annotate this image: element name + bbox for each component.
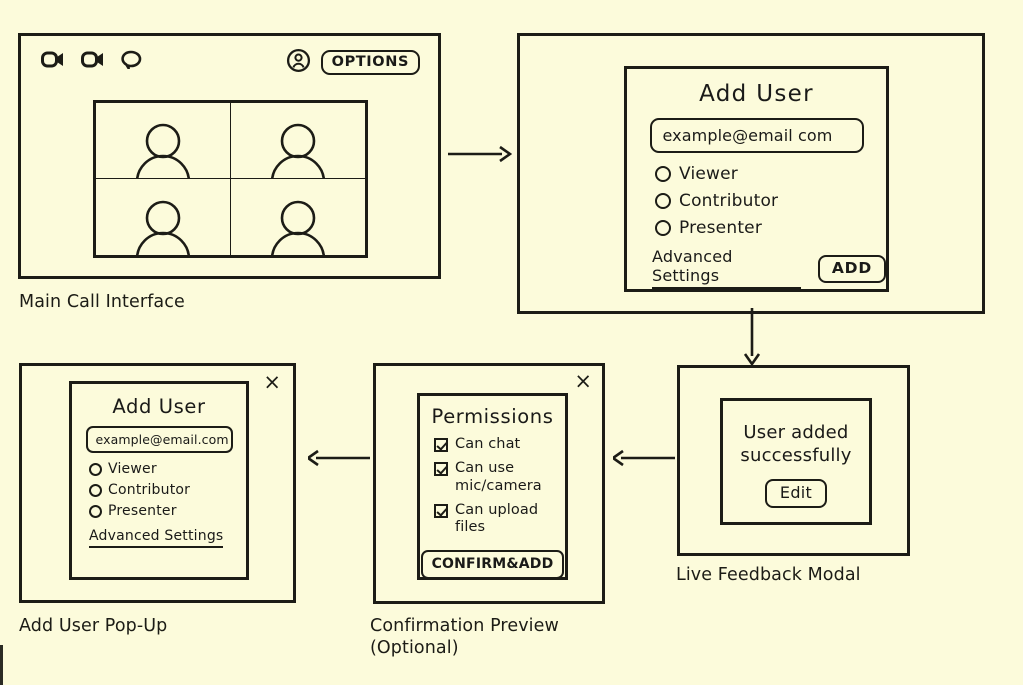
participant-avatar-icon — [270, 200, 325, 255]
live-feedback-modal-panel: User added successfully Edit — [677, 365, 910, 556]
role-option-label: Contributor — [108, 482, 191, 499]
success-dialog: User added successfully Edit — [720, 398, 872, 525]
add-user-panel: Add User example@email com Viewer Contri… — [517, 33, 985, 314]
call-toolbar: OPTIONS — [35, 48, 424, 80]
email-input[interactable]: example@email.com — [85, 426, 233, 454]
chat-bubble-icon[interactable] — [121, 50, 142, 73]
radio-icon — [89, 462, 102, 476]
arrow-call-to-add-user — [448, 145, 512, 163]
close-icon[interactable]: × — [574, 369, 592, 393]
permissions-dialog-title: Permissions — [431, 405, 554, 428]
edit-button[interactable]: Edit — [764, 478, 828, 508]
add-user-popup-caption: Add User Pop-Up — [19, 616, 168, 636]
checkbox-checked-icon — [434, 438, 448, 453]
checkbox-checked-icon — [434, 503, 448, 518]
role-option-contributor[interactable]: Contributor — [655, 191, 886, 211]
add-button[interactable]: ADD — [817, 254, 886, 284]
video-tile[interactable] — [231, 179, 366, 255]
confirmation-preview-panel: × Permissions Can chat Can use mic/camer… — [373, 363, 605, 604]
call-toolbar-left-icons — [41, 50, 142, 73]
call-toolbar-right-actions: OPTIONS — [286, 48, 420, 77]
add-user-dialog-title: Add User — [699, 81, 814, 107]
participant-avatar-icon — [270, 123, 325, 178]
main-call-interface-panel: OPTIONS — [18, 33, 441, 279]
person-circle-icon[interactable] — [286, 48, 311, 77]
role-option-viewer[interactable]: Viewer — [89, 461, 246, 477]
confirmation-preview-caption: Confirmation Preview (Optional) — [370, 616, 559, 658]
options-button[interactable]: OPTIONS — [320, 49, 420, 76]
video-tile[interactable] — [96, 179, 231, 255]
role-option-presenter[interactable]: Presenter — [89, 503, 246, 519]
role-option-viewer[interactable]: Viewer — [655, 164, 886, 184]
role-option-label: Viewer — [679, 164, 738, 185]
role-option-label: Presenter — [108, 503, 177, 520]
advanced-settings-link[interactable]: Advanced Settings — [89, 528, 224, 549]
main-call-interface-caption: Main Call Interface — [19, 292, 185, 312]
live-feedback-modal-caption: Live Feedback Modal — [676, 565, 861, 585]
permission-label: Can chat — [455, 436, 521, 453]
participant-avatar-icon — [135, 123, 190, 178]
role-option-label: Contributor — [679, 191, 779, 212]
video-camera-icon[interactable] — [81, 51, 105, 72]
page-edge-artifact — [0, 645, 3, 685]
video-participant-grid — [93, 100, 368, 258]
success-message: User added successfully — [740, 422, 852, 467]
radio-icon — [89, 504, 102, 518]
role-option-contributor[interactable]: Contributor — [89, 482, 246, 498]
permissions-dialog: Permissions Can chat Can use mic/camera … — [417, 393, 568, 580]
radio-icon — [655, 166, 671, 183]
confirm-and-add-button[interactable]: CONFIRM&ADD — [420, 549, 565, 579]
arrow-confirmation-to-popup — [308, 449, 370, 467]
permission-can-chat[interactable]: Can chat — [434, 436, 565, 454]
add-user-popup-dialog: Add User example@email.com Viewer Contri… — [69, 381, 249, 580]
permission-can-upload-files[interactable]: Can upload files — [434, 502, 565, 537]
role-option-label: Viewer — [108, 461, 157, 478]
radio-icon — [655, 193, 671, 210]
add-user-popup-title: Add User — [112, 395, 206, 418]
arrow-feedback-to-confirmation — [613, 449, 675, 467]
arrow-add-user-to-feedback — [743, 308, 761, 366]
role-option-presenter[interactable]: Presenter — [655, 218, 886, 238]
radio-icon — [89, 483, 102, 497]
video-camera-icon[interactable] — [41, 51, 65, 72]
radio-icon — [655, 220, 671, 237]
add-user-popup-panel: × Add User example@email.com Viewer Cont… — [19, 363, 296, 603]
email-input[interactable]: example@email com — [649, 118, 864, 154]
add-user-dialog: Add User example@email com Viewer Contri… — [624, 66, 889, 292]
video-tile[interactable] — [96, 103, 231, 179]
role-option-label: Presenter — [679, 218, 763, 239]
checkbox-checked-icon — [434, 462, 448, 477]
permission-label: Can use mic/camera — [455, 460, 542, 494]
close-icon[interactable]: × — [263, 370, 281, 394]
advanced-settings-link[interactable]: Advanced Settings — [652, 247, 801, 291]
permission-can-use-mic-camera[interactable]: Can use mic/camera — [434, 460, 565, 495]
video-tile[interactable] — [230, 103, 365, 179]
permission-label: Can upload files — [455, 501, 539, 536]
participant-avatar-icon — [135, 200, 190, 255]
